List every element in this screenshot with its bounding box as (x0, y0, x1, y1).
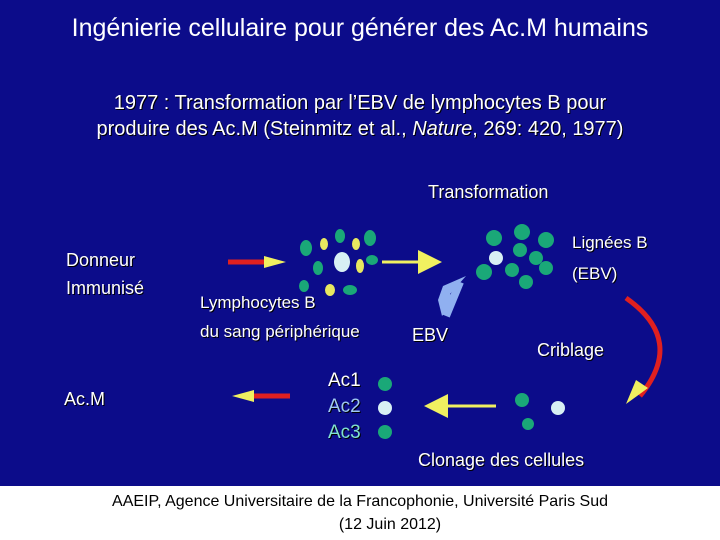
label-ebv-lines: (EBV) (572, 264, 618, 283)
footer-line2: (12 Juin 2012) (338, 516, 442, 533)
lymphocyte-cluster (299, 229, 378, 296)
label-criblage: Criblage (537, 340, 605, 360)
clone-cluster (515, 393, 565, 430)
arrow-antibodies-to-acm (232, 390, 290, 402)
ebv-arrow (438, 276, 466, 318)
arrow-donor-to-lymphocytes (228, 256, 286, 268)
label-ac2: Ac2 (328, 396, 361, 417)
subtitle-line2-pre: produire des Ac.M (Steinmitz et al., (96, 118, 413, 140)
label-lignees-b: Lignées B (572, 233, 648, 252)
criblage-arrow (624, 295, 663, 404)
subtitle-journal: Nature (412, 118, 473, 140)
process-diagram (228, 224, 663, 439)
slide-title: Ingénierie cellulaire pour générer des A… (71, 14, 649, 42)
subtitle-line1: 1977 : Transformation par l’EBV de lymph… (113, 92, 607, 114)
slide-background (0, 0, 720, 486)
footer-line1: AAEIP, Agence Universitaire de la Franco… (112, 493, 608, 510)
label-clonage: Clonage des cellules (418, 450, 585, 470)
footer-area (0, 486, 720, 540)
label-sang-peripherique: du sang périphérique (200, 322, 360, 341)
label-ac3: Ac3 (328, 422, 361, 443)
subtitle-line2-post: , 269: 420, 1977) (472, 118, 624, 140)
b-cell-lines-cluster (476, 224, 554, 289)
label-immunise: Immunisé (66, 278, 145, 298)
label-ebv: EBV (412, 325, 449, 345)
antibody-dots (378, 377, 392, 439)
label-ac1: Ac1 (328, 370, 361, 391)
subtitle-line2: produire des Ac.M (Steinmitz et al., Nat… (0, 118, 720, 141)
label-transformation: Transformation (428, 182, 549, 202)
label-lymphocytes: Lymphocytes B (200, 293, 316, 312)
label-donneur: Donneur (66, 250, 136, 270)
label-acm: Ac.M (64, 389, 106, 409)
